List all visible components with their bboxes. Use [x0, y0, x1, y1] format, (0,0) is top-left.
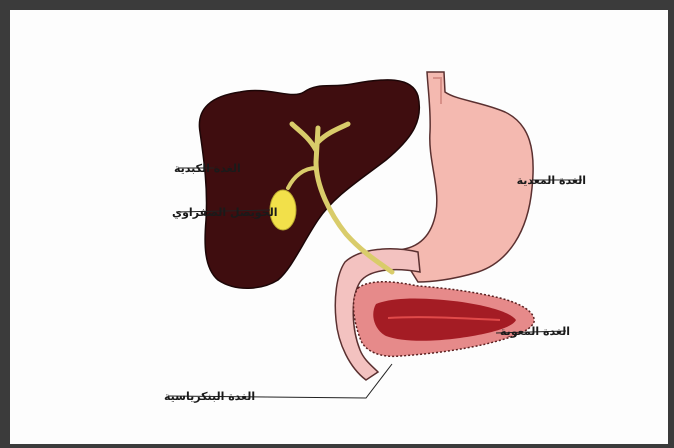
label-stomach: الغدة المعدية — [517, 174, 586, 187]
label-liver: الغدة الكبدية — [174, 162, 241, 175]
label-pancreas: الغدة البنكرياسية — [164, 390, 255, 403]
label-intestine: الغدة المعوية — [500, 325, 570, 338]
label-gallbladder: الحويصل الصفراوي — [172, 206, 278, 219]
pancreas — [354, 282, 535, 357]
